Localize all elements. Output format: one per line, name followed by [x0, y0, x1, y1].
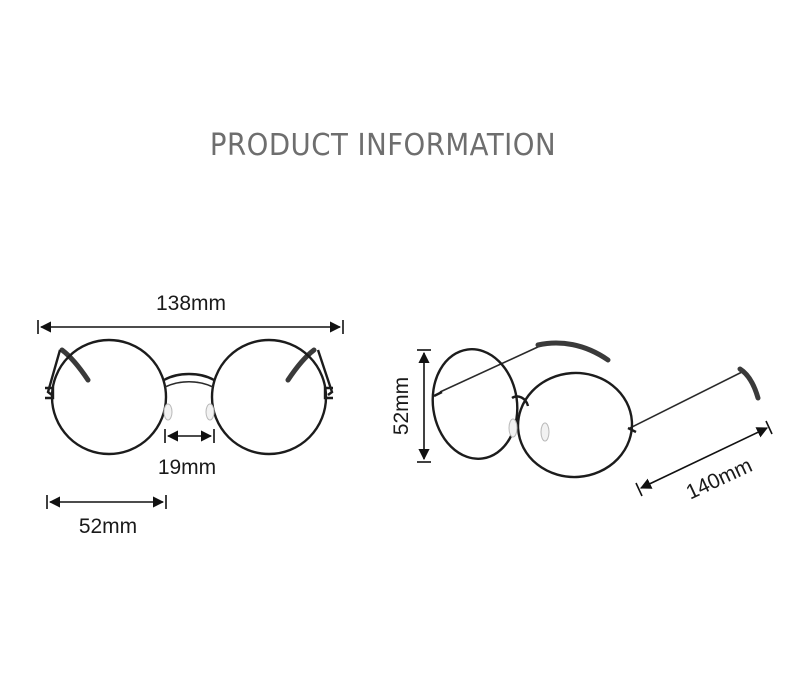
front-bridge [163, 372, 215, 382]
lens-height-label: 52mm [390, 377, 413, 435]
page-title: PRODUCT INFORMATION [209, 128, 557, 163]
side-left-lens [431, 348, 519, 460]
side-bridge [511, 395, 530, 407]
front-left-lens [50, 338, 168, 456]
side-nose-pad-right [540, 422, 550, 442]
side-front-temple-tip [737, 366, 761, 401]
front-nose-pad-right [205, 403, 215, 421]
lens-width-label: 52mm [79, 515, 137, 538]
front-view-glasses [45, 338, 334, 456]
front-right-endpiece [323, 386, 333, 400]
front-left-hinge [46, 349, 62, 396]
dimension-lens-height: 52mm [390, 349, 431, 463]
bridge-width-label: 19mm [158, 456, 216, 479]
side-front-hinge [627, 426, 637, 434]
side-view-glasses [431, 340, 761, 479]
side-back-temple [439, 345, 541, 393]
dimension-temple-length: 140mm [635, 420, 773, 504]
side-back-temple-tip [535, 340, 611, 363]
front-right-temple [285, 347, 317, 383]
side-front-temple [629, 371, 743, 429]
dimension-lens-width: 52mm [46, 495, 167, 538]
total-width-label: 138mm [156, 292, 226, 315]
front-left-temple [59, 347, 91, 383]
front-nose-pad-left [163, 403, 173, 421]
temple-length-label: 140mm [683, 454, 756, 504]
side-right-lens [516, 371, 634, 479]
dimension-bridge-width: 19mm [158, 429, 216, 479]
side-nose-pad-left [508, 418, 518, 438]
front-right-hinge [316, 349, 334, 396]
front-bridge-lower [164, 380, 214, 388]
front-left-endpiece [45, 386, 55, 400]
front-right-lens [210, 338, 328, 456]
dimension-total-width: 138mm [37, 292, 344, 334]
side-back-hinge [433, 390, 443, 398]
